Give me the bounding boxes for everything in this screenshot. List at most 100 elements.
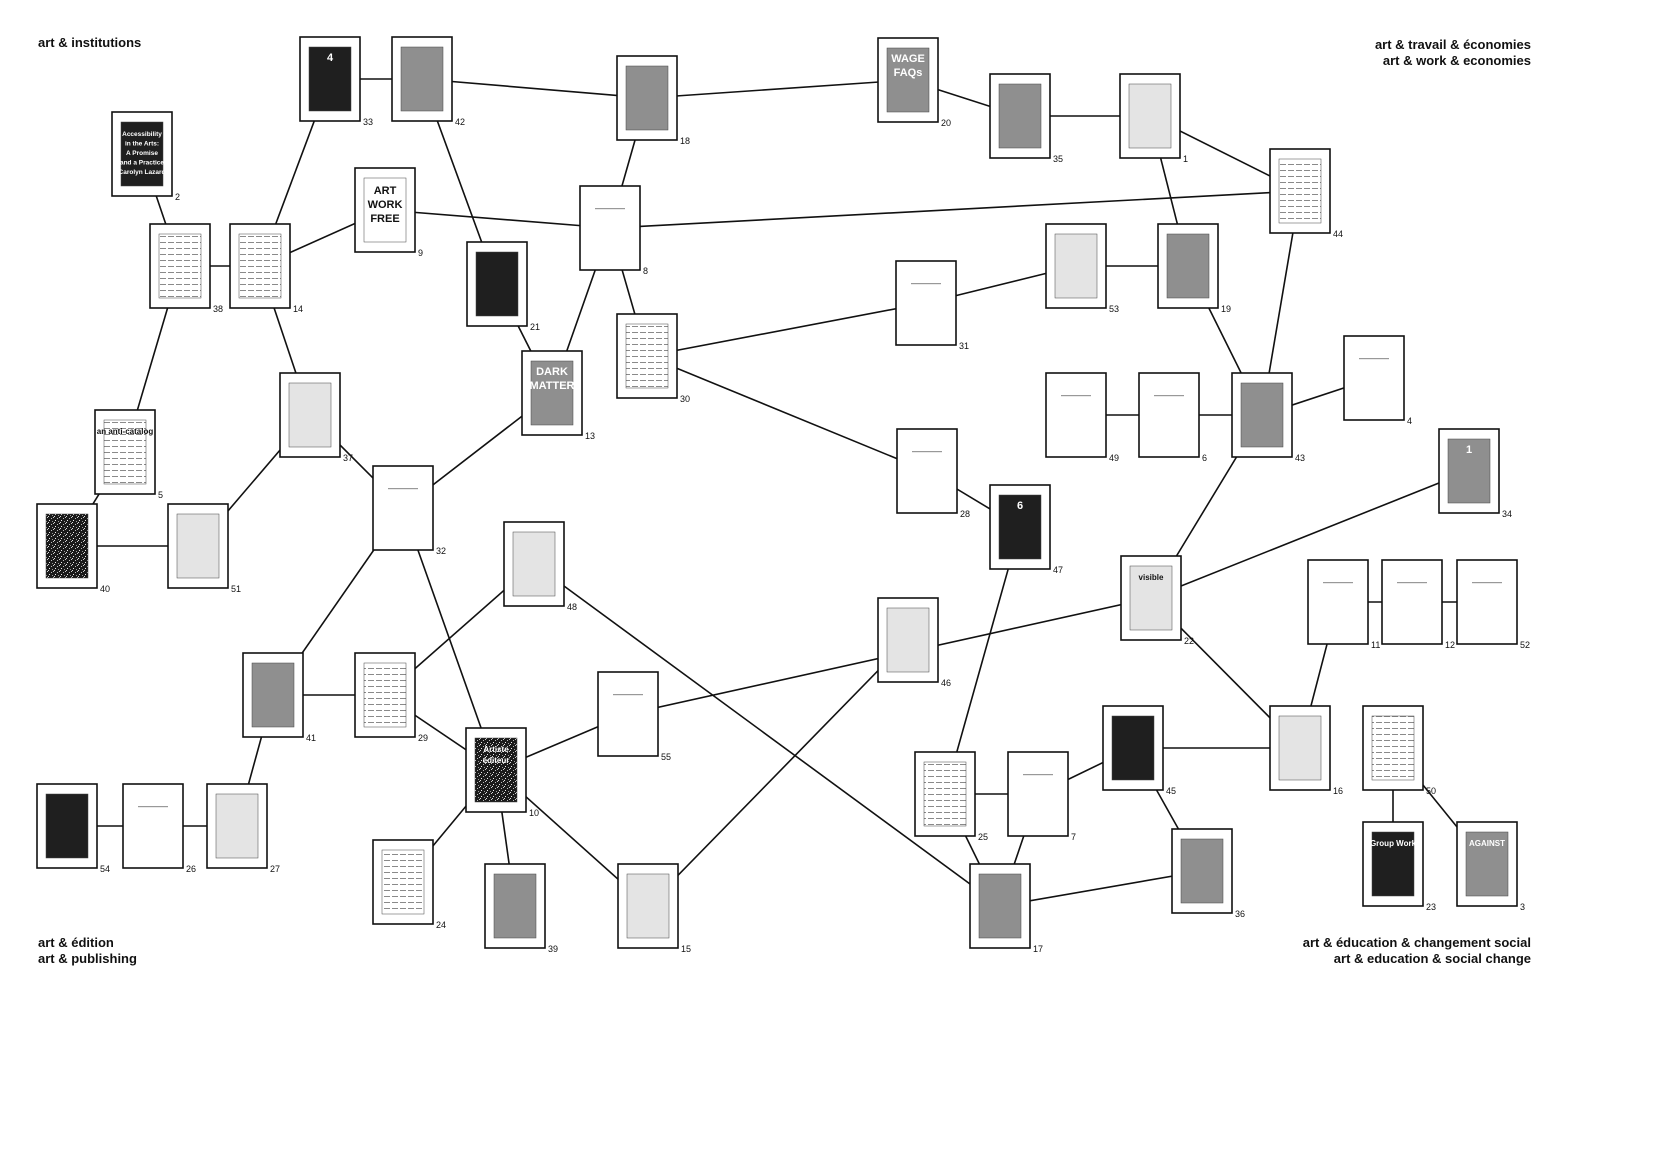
book-node-15[interactable]: 15 — [617, 863, 691, 954]
book-number-label: 25 — [978, 832, 988, 842]
book-number-label: 27 — [270, 864, 280, 874]
book-cover-thumbnail — [1154, 395, 1184, 397]
book-cover-thumbnail — [158, 233, 202, 299]
book-node-52[interactable]: 52 — [1456, 559, 1530, 650]
book-cover-title-line: 6 — [1017, 500, 1023, 512]
book-node-4[interactable]: 4 — [1343, 335, 1412, 426]
category-label-publishing-en: art & publishing — [38, 951, 137, 966]
book-number-label: 14 — [293, 304, 303, 314]
book-cover-title-line: ART — [374, 185, 397, 197]
book-node-44[interactable]: 44 — [1269, 148, 1343, 239]
book-cover-thumbnail — [886, 607, 930, 673]
edge-48-17 — [533, 563, 1001, 907]
book-cover-thumbnail — [1465, 831, 1509, 897]
book-node-32[interactable]: 32 — [372, 465, 446, 556]
book-cover-thumbnail — [1278, 158, 1322, 224]
book-cover-thumbnail — [120, 121, 164, 187]
book-node-7[interactable]: 7 — [1007, 751, 1076, 842]
book-number-label: 9 — [418, 248, 423, 258]
book-number-label: 16 — [1333, 786, 1343, 796]
book-node-45[interactable]: 45 — [1102, 705, 1176, 796]
book-cover-thumbnail — [493, 873, 537, 939]
book-node-30[interactable]: 30 — [616, 313, 690, 404]
book-number-label: 29 — [418, 733, 428, 743]
book-cover-thumbnail — [1397, 582, 1427, 584]
book-cover-thumbnail — [886, 47, 930, 113]
book-node-42[interactable]: 42 — [391, 36, 465, 127]
book-number-label: 31 — [959, 341, 969, 351]
book-node-55[interactable]: 55 — [597, 671, 671, 762]
book-cover-title-line: Carolyn Lazard — [119, 169, 166, 176]
book-node-19[interactable]: 19 — [1157, 223, 1231, 314]
book-cover-thumbnail — [45, 513, 89, 579]
book-node-41[interactable]: 41 — [242, 652, 316, 743]
book-node-36[interactable]: 36 — [1171, 828, 1245, 919]
book-node-35[interactable]: 35 — [989, 73, 1063, 164]
book-node-12[interactable]: 12 — [1381, 559, 1455, 650]
book-node-43[interactable]: 43 — [1231, 372, 1305, 463]
book-number-label: 47 — [1053, 565, 1063, 575]
book-node-51[interactable]: 51 — [167, 503, 241, 594]
book-number-label: 42 — [455, 117, 465, 127]
book-number-label: 54 — [100, 864, 110, 874]
book-card-frame — [1456, 559, 1518, 645]
category-label-work-fr: art & travail & économies — [1374, 37, 1531, 52]
book-number-label: 44 — [1333, 229, 1343, 239]
book-node-26[interactable]: 26 — [122, 783, 196, 874]
book-node-18[interactable]: 18 — [616, 55, 690, 146]
book-node-6[interactable]: 6 — [1138, 372, 1207, 463]
book-node-14[interactable]: 14 — [229, 223, 303, 314]
book-node-50[interactable]: 50 — [1362, 705, 1436, 796]
book-node-16[interactable]: 16 — [1269, 705, 1343, 796]
book-node-29[interactable]: 29 — [354, 652, 428, 743]
book-number-label: 22 — [1184, 636, 1194, 646]
book-number-label: 3 — [1520, 902, 1525, 912]
book-node-17[interactable]: 17 — [969, 863, 1043, 954]
book-node-49[interactable]: 49 — [1045, 372, 1119, 463]
category-label-education-en: art & education & social change — [1333, 951, 1531, 966]
book-node-33[interactable]: 433 — [299, 36, 373, 127]
book-number-label: 11 — [1371, 640, 1380, 650]
book-cover-title-line: an anti-catalog — [97, 427, 154, 436]
book-node-37[interactable]: 37 — [279, 372, 353, 463]
corner-label-bottom-right: art & éducation & changement social art … — [1303, 935, 1531, 967]
book-number-label: 15 — [681, 944, 691, 954]
book-node-8[interactable]: 8 — [579, 185, 648, 276]
book-number-label: 38 — [213, 304, 223, 314]
book-node-40[interactable]: 40 — [36, 503, 110, 594]
book-node-34[interactable]: 134 — [1438, 428, 1512, 519]
book-node-54[interactable]: 54 — [36, 783, 110, 874]
book-node-39[interactable]: 39 — [484, 863, 558, 954]
book-number-label: 13 — [585, 431, 595, 441]
book-node-1[interactable]: 1 — [1119, 73, 1188, 164]
book-node-47[interactable]: 6 47 — [989, 484, 1063, 575]
book-node-28[interactable]: 28 — [896, 428, 970, 519]
book-card-frame — [597, 671, 659, 757]
edge-15-46 — [647, 639, 909, 907]
book-node-25[interactable]: 25 — [914, 751, 988, 842]
book-node-24[interactable]: 24 — [372, 839, 446, 930]
book-node-21[interactable]: 21 — [466, 241, 540, 332]
book-cover-thumbnail — [1166, 233, 1210, 299]
book-node-48[interactable]: 48 — [503, 521, 577, 612]
book-node-27[interactable]: 27 — [206, 783, 280, 874]
book-node-46[interactable]: 46 — [877, 597, 951, 688]
book-cover-title-line: in the Arts: — [125, 141, 159, 148]
edge-22-34 — [1150, 470, 1470, 599]
book-node-38[interactable]: 38 — [149, 223, 223, 314]
book-cover-thumbnail — [475, 251, 519, 317]
category-label-institutions: art & institutions — [38, 35, 142, 50]
book-node-53[interactable]: 53 — [1045, 223, 1119, 314]
book-node-11[interactable]: 11 — [1307, 559, 1380, 650]
book-number-label: 12 — [1445, 640, 1455, 650]
book-node-31[interactable]: 31 — [895, 260, 969, 351]
